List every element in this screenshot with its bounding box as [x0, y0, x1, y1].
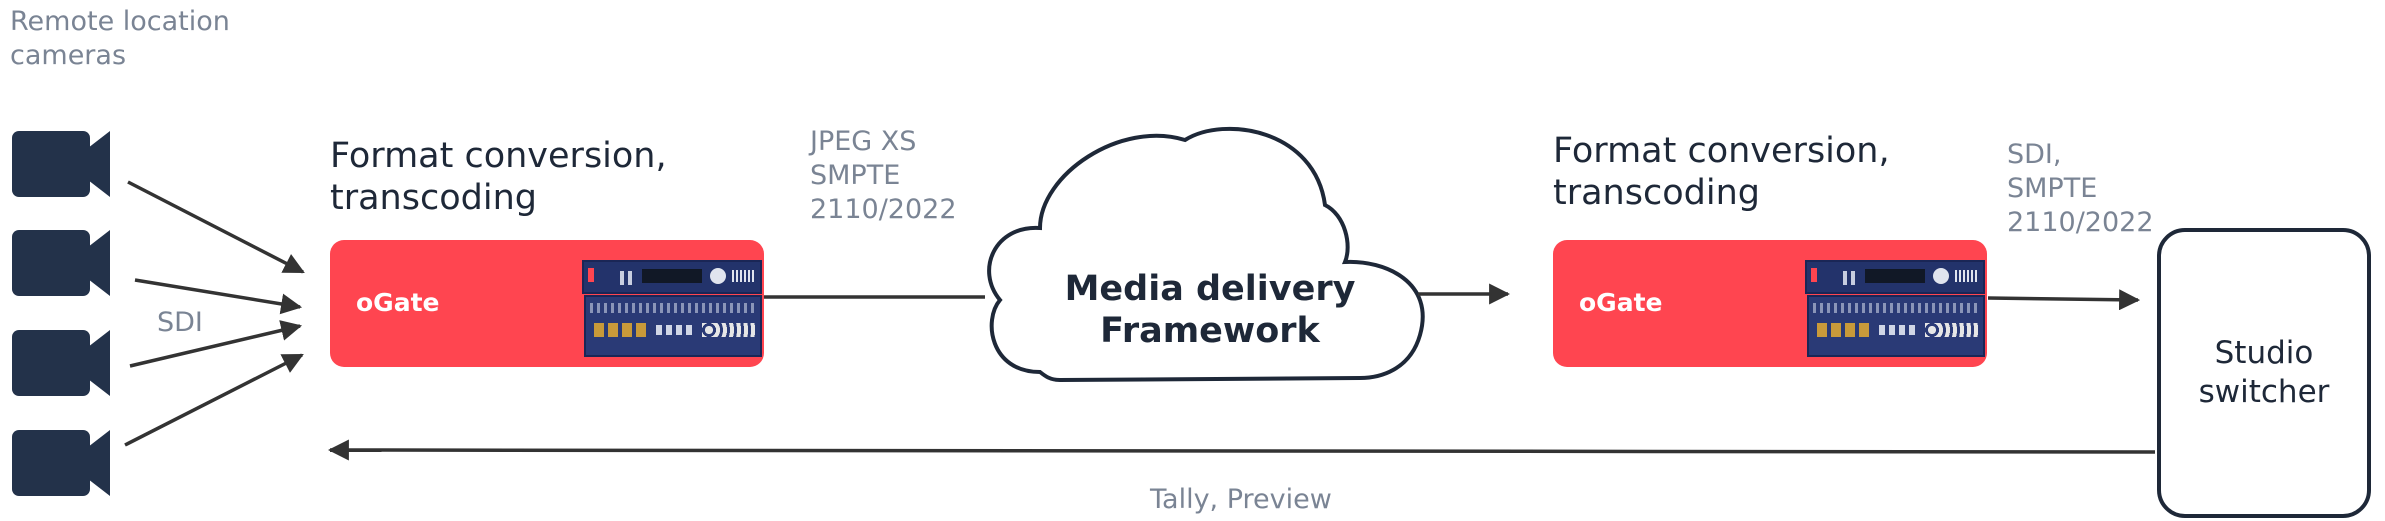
camera-icon — [12, 131, 110, 197]
studio-label-line-1: Studio — [2214, 335, 2314, 371]
camera-arrow — [129, 320, 303, 368]
format-conversion-left-line-2: transcoding — [330, 178, 537, 218]
camera-icon — [12, 430, 110, 496]
tally-preview-label: Tally, Preview — [1150, 484, 1332, 515]
format-conversion-left-title: Format conversion, transcoding — [330, 135, 667, 219]
studio-switcher-label: Studio switcher — [2199, 334, 2330, 412]
jpeg-xs-line-1: JPEG XS — [810, 126, 917, 157]
camera-icon — [12, 330, 110, 396]
format-conversion-right-line-2: transcoding — [1553, 173, 1760, 213]
cloud-icon — [987, 126, 1425, 383]
studio-label-line-2: switcher — [2198, 374, 2330, 410]
cloud-label: Media delivery Framework — [1030, 268, 1390, 352]
tally-return-arrow — [327, 439, 2156, 461]
sdi-smpte-line-2: SMPTE — [2007, 173, 2098, 204]
ogate-device-left: oGate — [330, 240, 764, 367]
rack-unit-icon — [582, 260, 762, 294]
camera-arrow — [127, 180, 305, 274]
remote-cameras-line-2: cameras — [10, 40, 127, 71]
ogate-right-label: oGate — [1579, 288, 1663, 317]
sdi-smpte-label: SDI, SMPTE 2110/2022 — [2007, 138, 2154, 240]
format-conversion-right-line-1: Format conversion, — [1553, 131, 1890, 171]
studio-switcher-box: Studio switcher — [2157, 228, 2371, 518]
format-conversion-right-title: Format conversion, transcoding — [1553, 130, 1890, 214]
format-conversion-left-line-1: Format conversion, — [330, 136, 667, 176]
link-ogate-studio — [1987, 289, 2141, 311]
sdi-smpte-line-3: 2110/2022 — [2007, 207, 2154, 238]
camera-arrow — [134, 278, 303, 315]
cloud-label-line-1: Media delivery — [1064, 269, 1356, 309]
camera-icon — [12, 230, 110, 296]
cloud-label-line-2: Framework — [1100, 311, 1320, 351]
sdi-smpte-line-1: SDI, — [2007, 139, 2062, 170]
jpeg-xs-line-3: 2110/2022 — [810, 194, 957, 225]
rack-unit-back-icon — [584, 295, 762, 357]
rack-unit-icon — [1805, 260, 1985, 294]
remote-cameras-line-1: Remote location — [10, 6, 230, 37]
sdi-label: SDI — [157, 307, 203, 338]
ogate-device-right: oGate — [1553, 240, 1987, 367]
camera-arrow — [124, 353, 304, 447]
rack-unit-back-icon — [1807, 295, 1985, 357]
jpeg-xs-line-2: SMPTE — [810, 160, 901, 191]
ogate-left-label: oGate — [356, 288, 440, 317]
jpeg-xs-label: JPEG XS SMPTE 2110/2022 — [810, 125, 957, 227]
remote-cameras-label: Remote location cameras — [10, 5, 230, 73]
